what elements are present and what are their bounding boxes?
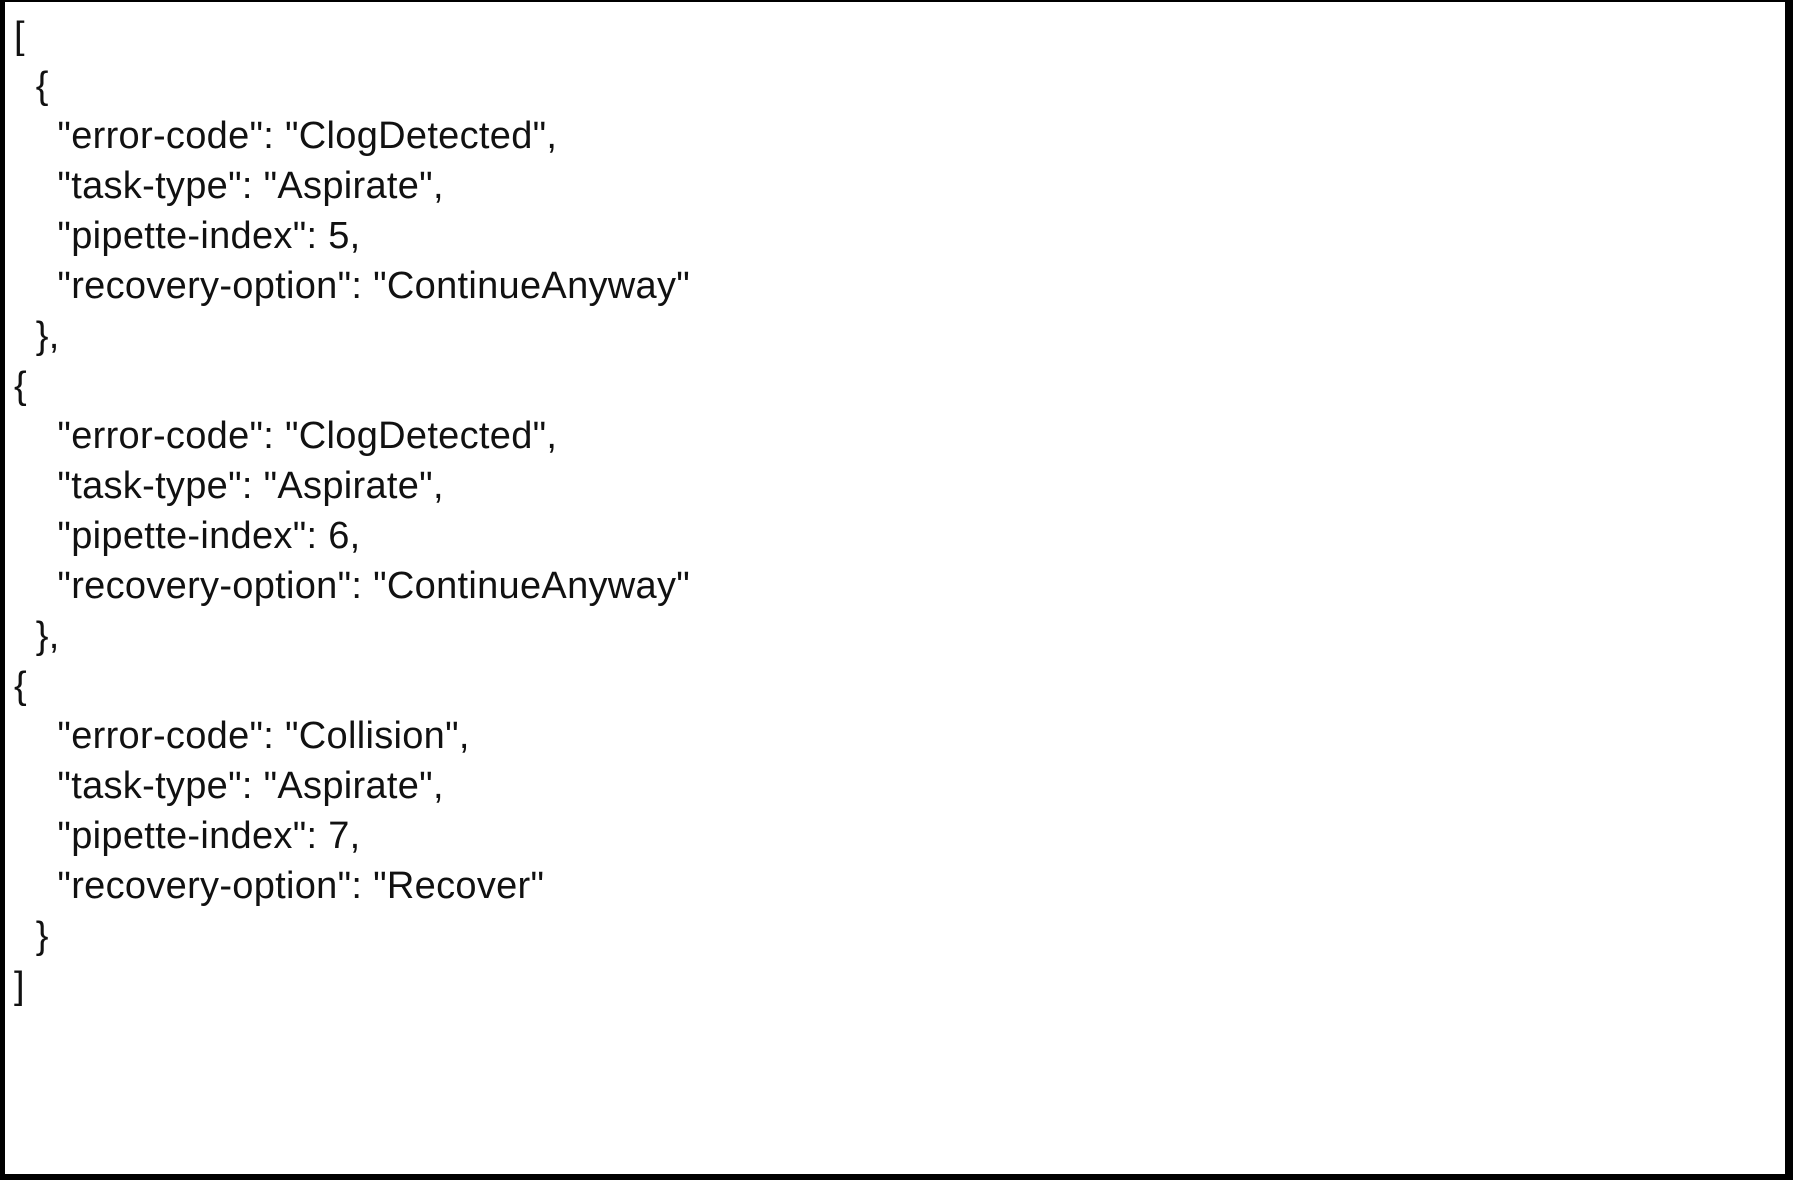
json-content: [ { "error-code": "ClogDetected", "task-… bbox=[14, 15, 691, 1007]
